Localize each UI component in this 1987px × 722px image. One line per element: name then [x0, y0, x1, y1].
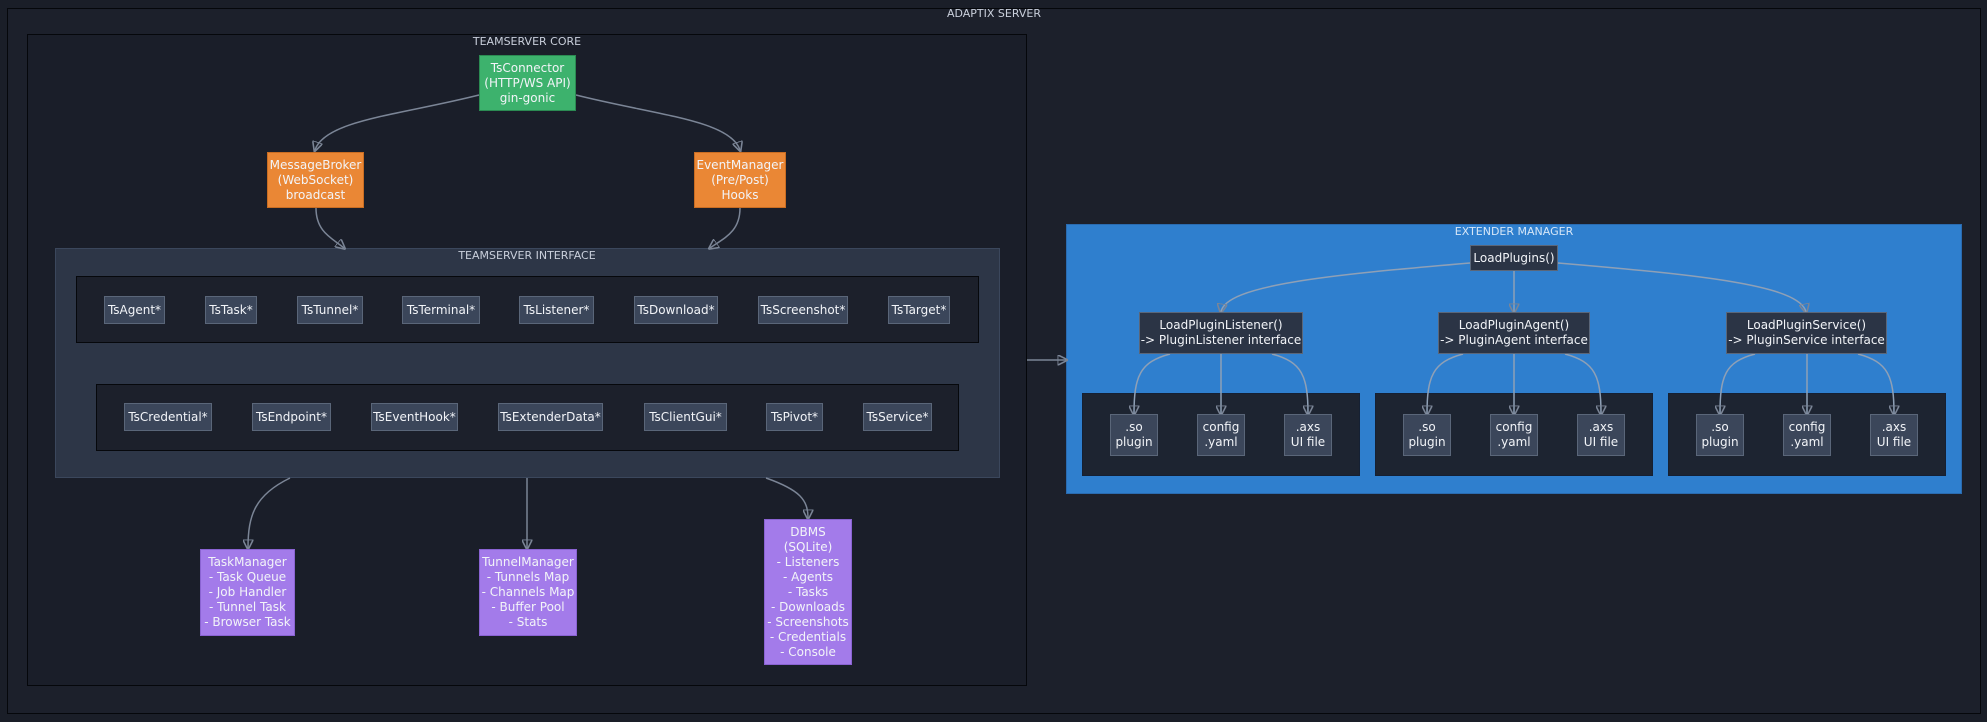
load-plugin-listener-node: LoadPluginListener() -> PluginListener i… [1139, 312, 1303, 354]
dbms-node: DBMS (SQLite) - Listeners - Agents - Tas… [764, 519, 852, 665]
teamserver-interface-title: TEAMSERVER INTERFACE [458, 249, 596, 262]
extender-manager-title: EXTENDER MANAGER [1454, 225, 1574, 238]
agent-config-yaml-file: config .yaml [1490, 414, 1538, 456]
interface-ts-screenshot: TsScreenshot* [758, 296, 848, 324]
message-broker-node: MessageBroker (WebSocket) broadcast [267, 152, 364, 208]
task-manager-node: TaskManager - Task Queue - Job Handler -… [200, 549, 295, 636]
listener-so-plugin-file: .so plugin [1110, 414, 1158, 456]
ts-connector-node: TsConnector (HTTP/WS API) gin-gonic [479, 55, 576, 111]
teamserver-core-title: TEAMSERVER CORE [472, 35, 582, 48]
tunnel-manager-node: TunnelManager - Tunnels Map - Channels M… [479, 549, 577, 636]
service-config-yaml-file: config .yaml [1783, 414, 1831, 456]
interface-ts-eventhook: TsEventHook* [371, 403, 458, 431]
interface-ts-extenderdata: TsExtenderData* [498, 403, 603, 431]
load-plugin-service-node: LoadPluginService() -> PluginService int… [1726, 312, 1887, 354]
interface-ts-endpoint: TsEndpoint* [252, 403, 331, 431]
service-axs-ui-file: .axs UI file [1870, 414, 1918, 456]
agent-so-plugin-file: .so plugin [1403, 414, 1451, 456]
interface-ts-credential: TsCredential* [124, 403, 212, 431]
interface-ts-listener: TsListener* [519, 296, 594, 324]
interface-ts-pivot: TsPivot* [766, 403, 823, 431]
load-plugin-agent-node: LoadPluginAgent() -> PluginAgent interfa… [1438, 312, 1590, 354]
interface-ts-service: TsService* [863, 403, 932, 431]
listener-axs-ui-file: .axs UI file [1284, 414, 1332, 456]
interface-ts-target: TsTarget* [888, 296, 950, 324]
interface-ts-tunnel: TsTunnel* [297, 296, 363, 324]
load-plugins-node: LoadPlugins() [1470, 245, 1558, 271]
agent-axs-ui-file: .axs UI file [1577, 414, 1625, 456]
event-manager-node: EventManager (Pre/Post) Hooks [694, 152, 786, 208]
interface-ts-clientgui: TsClientGui* [644, 403, 727, 431]
interface-ts-terminal: TsTerminal* [402, 296, 480, 324]
interface-ts-agent: TsAgent* [104, 296, 165, 324]
interface-ts-download: TsDownload* [634, 296, 718, 324]
interface-ts-task: TsTask* [205, 296, 257, 324]
service-so-plugin-file: .so plugin [1696, 414, 1744, 456]
adaptix-server-title: ADAPTIX SERVER [946, 7, 1042, 20]
listener-config-yaml-file: config .yaml [1197, 414, 1245, 456]
